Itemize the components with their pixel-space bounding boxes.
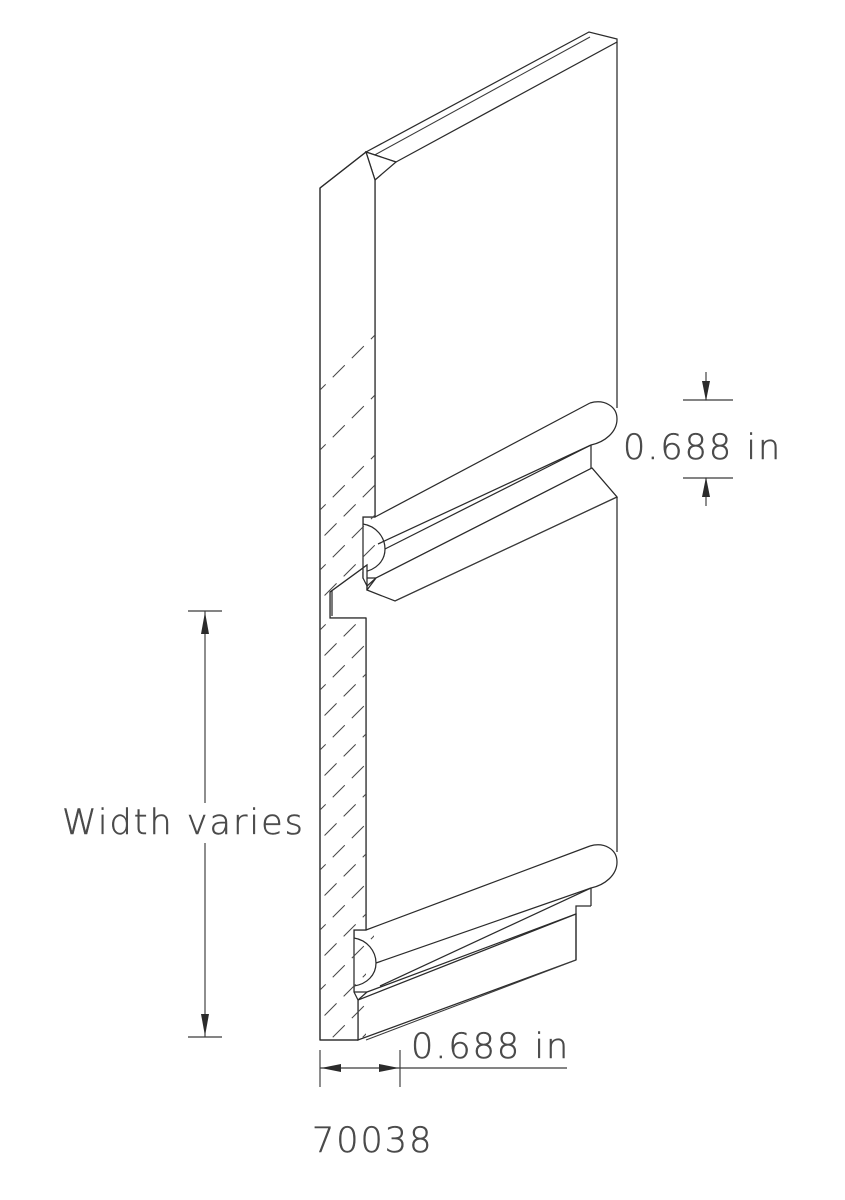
upper-board-top-crease bbox=[370, 36, 591, 158]
section-cut bbox=[319, 150, 376, 1041]
dim-w-arrow-top bbox=[201, 612, 209, 634]
bottom-groove-round bbox=[353, 937, 377, 987]
board-joint-lower bbox=[353, 887, 592, 1041]
dim-v-arrow-bottom bbox=[702, 477, 710, 497]
dim-vertical-value: 0.688 in bbox=[623, 428, 782, 468]
dim-v-arrow-top bbox=[702, 381, 710, 401]
lower-board-top-crease bbox=[394, 496, 618, 602]
lower-board-bullnose-top bbox=[365, 845, 591, 931]
joint-tongue-top-edge bbox=[384, 444, 592, 550]
dimension-vertical-thickness: 0.688 in bbox=[623, 372, 782, 506]
upper-board-bullnose-bottom bbox=[377, 444, 592, 545]
dim-w-arrow-bottom bbox=[201, 1014, 209, 1036]
upper-board bbox=[364, 31, 618, 545]
dim-h-arrow-right bbox=[379, 1064, 399, 1072]
bottom-groove-step-lower bbox=[353, 986, 367, 993]
bottom-tongue-top-edge bbox=[375, 887, 592, 964]
lower-board-bullnose-curve bbox=[589, 844, 618, 889]
dimension-width-varies: Width varies bbox=[62, 610, 305, 1038]
section-outline bbox=[319, 150, 376, 1041]
dim-h-arrow-left bbox=[321, 1064, 341, 1072]
upper-board-bullnose-curve bbox=[589, 401, 618, 446]
bottom-tongue-lower-edge bbox=[366, 913, 577, 993]
joint-groove-step bbox=[362, 516, 375, 524]
bottom-face bbox=[357, 913, 577, 1041]
dim-width-label: Width varies bbox=[62, 803, 305, 843]
lower-board-bullnose-bottom bbox=[379, 887, 592, 987]
bottom-tongue-right-step bbox=[575, 905, 591, 914]
part-number-label: 70038 bbox=[312, 1121, 433, 1161]
lower-board-top-face bbox=[366, 467, 619, 602]
dim-horizontal-value: 0.688 in bbox=[411, 1027, 570, 1067]
bottom-groove-step bbox=[353, 929, 366, 938]
dimension-horizontal-thickness: 0.688 in bbox=[319, 1027, 570, 1087]
section-top-notch bbox=[319, 151, 367, 189]
upper-board-bullnose-top bbox=[374, 402, 591, 518]
bottom-face-crease bbox=[365, 959, 577, 1041]
upper-board-top-face bbox=[364, 31, 618, 163]
